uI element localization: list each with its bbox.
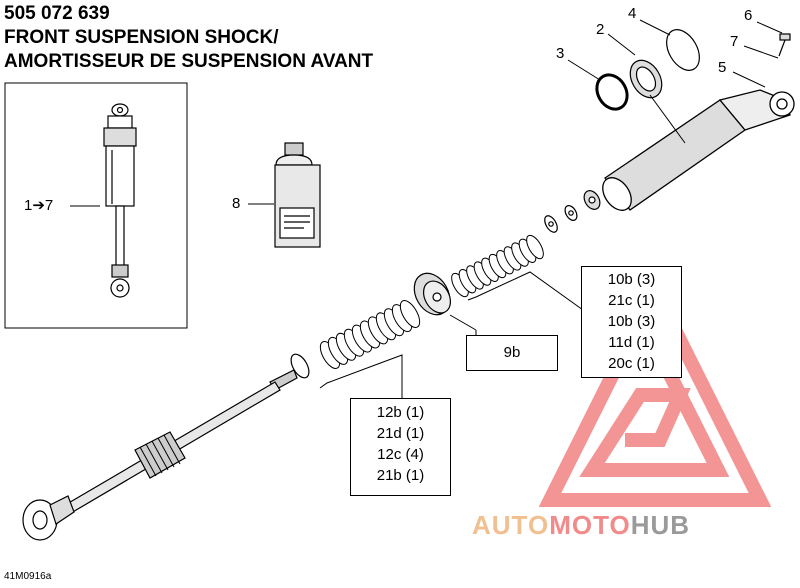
watermark-logo <box>538 274 772 507</box>
seal-ring-icon <box>629 59 663 99</box>
callout-1-to-7: 1➔7 <box>24 197 54 214</box>
watermark-hub: HUB <box>630 510 691 540</box>
screw-icon <box>778 33 791 57</box>
callout-box-right: 10b (3) 21c (1) 10b (3) 11d (1) 20c (1) <box>581 266 682 378</box>
piston-icon <box>413 272 452 316</box>
callout-7: 7 <box>730 33 739 50</box>
box-bottom-line: 12b (1) <box>376 404 425 421</box>
box-right-line: 10b (3) <box>607 313 656 330</box>
box-right-line: 20c (1) <box>608 355 655 372</box>
shim-disc <box>399 300 421 328</box>
box-right-line: 21c (1) <box>608 292 655 309</box>
box-bottom-line: 21b (1) <box>376 467 425 484</box>
shaft-icon <box>22 369 298 541</box>
callout-8: 8 <box>232 195 241 212</box>
title-english: FRONT SUSPENSION SHOCK/ <box>4 27 279 48</box>
watermark-auto: AUTO <box>472 510 550 540</box>
part-number: 505 072 639 <box>4 3 110 24</box>
callout-6: 6 <box>744 7 753 24</box>
nut-washer-set-icon <box>544 190 601 233</box>
assembly-inset-frame <box>4 82 188 329</box>
shim-stack-lower <box>319 300 421 369</box>
assembled-shock-icon <box>103 103 137 298</box>
watermark-text: AUTOMOTOHUB <box>472 510 690 541</box>
callout-2: 2 <box>596 21 605 38</box>
callout-5: 5 <box>718 59 727 76</box>
shock-body-icon <box>602 89 795 211</box>
callout-3: 3 <box>556 45 565 62</box>
shim-stack-upper <box>451 234 544 298</box>
callout-4: 4 <box>628 5 637 22</box>
box-right-line: 11d (1) <box>608 334 655 351</box>
callout-box-9b: 9b <box>466 335 558 371</box>
box-bottom-line: 12c (4) <box>377 446 424 463</box>
washer-icon <box>666 29 700 71</box>
box-9b-label: 9b <box>503 344 521 361</box>
box-bottom-line: 21d (1) <box>376 425 425 442</box>
watermark-moto: MOTO <box>549 510 631 540</box>
shim-disc <box>526 234 544 260</box>
figure-code: 41M0916a <box>4 571 52 582</box>
o-ring-icon <box>595 73 629 111</box>
callout-box-bottom: 12b (1) 21d (1) 12c (4) 21b (1) <box>350 398 451 496</box>
title-french: AMORTISSEUR DE SUSPENSION AVANT <box>4 51 374 72</box>
box-right-line: 10b (3) <box>607 271 656 288</box>
oil-bottle-icon <box>274 142 321 248</box>
